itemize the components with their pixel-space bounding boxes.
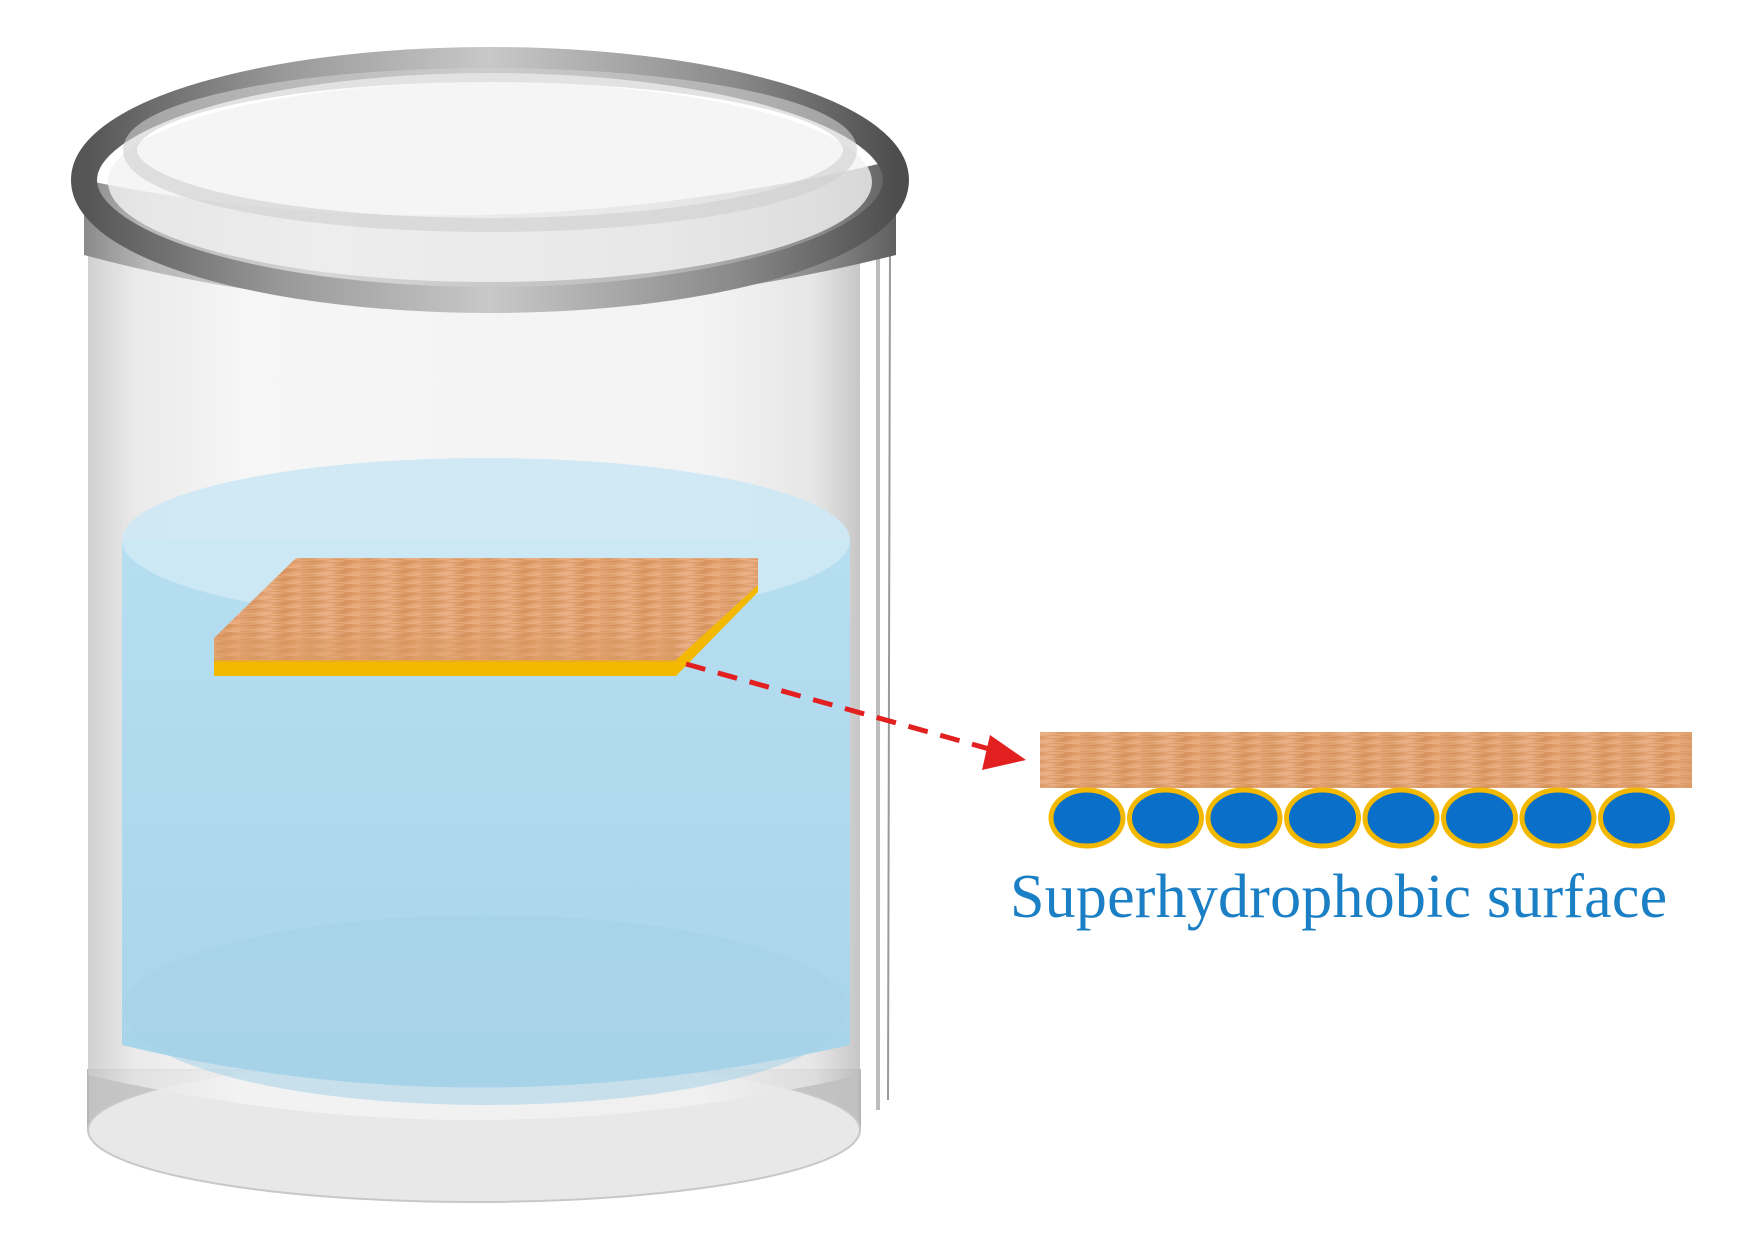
air-bubble xyxy=(1519,787,1597,849)
air-bubble xyxy=(1205,787,1283,849)
beaker-rim-top xyxy=(71,47,909,313)
air-bubble xyxy=(1127,787,1204,849)
glass-edge-right-outer xyxy=(887,249,891,1101)
magnified-view xyxy=(1040,732,1692,849)
air-bubble xyxy=(1598,787,1675,849)
arrow-shaft xyxy=(685,661,1001,755)
magnified-wood-layer xyxy=(1040,732,1692,788)
air-bubble xyxy=(1284,787,1361,849)
water-bottom-shade xyxy=(124,915,848,1105)
beaker-opening-inner-shade xyxy=(123,68,857,232)
air-bubble xyxy=(1048,787,1126,849)
arrow-head xyxy=(982,735,1026,770)
sample-front-face xyxy=(214,638,676,662)
zoom-arrow xyxy=(685,661,1026,770)
air-bubble xyxy=(1441,787,1518,849)
sample-top-face xyxy=(214,558,758,660)
superhydrophobic-surface-caption: Superhydrophobic surface xyxy=(1010,863,1668,931)
floating-wood-sample xyxy=(214,558,758,676)
sample-coating-edge xyxy=(214,580,758,676)
air-bubble-row xyxy=(1048,787,1675,849)
air-bubble xyxy=(1362,787,1440,849)
beaker-opening xyxy=(108,82,872,282)
